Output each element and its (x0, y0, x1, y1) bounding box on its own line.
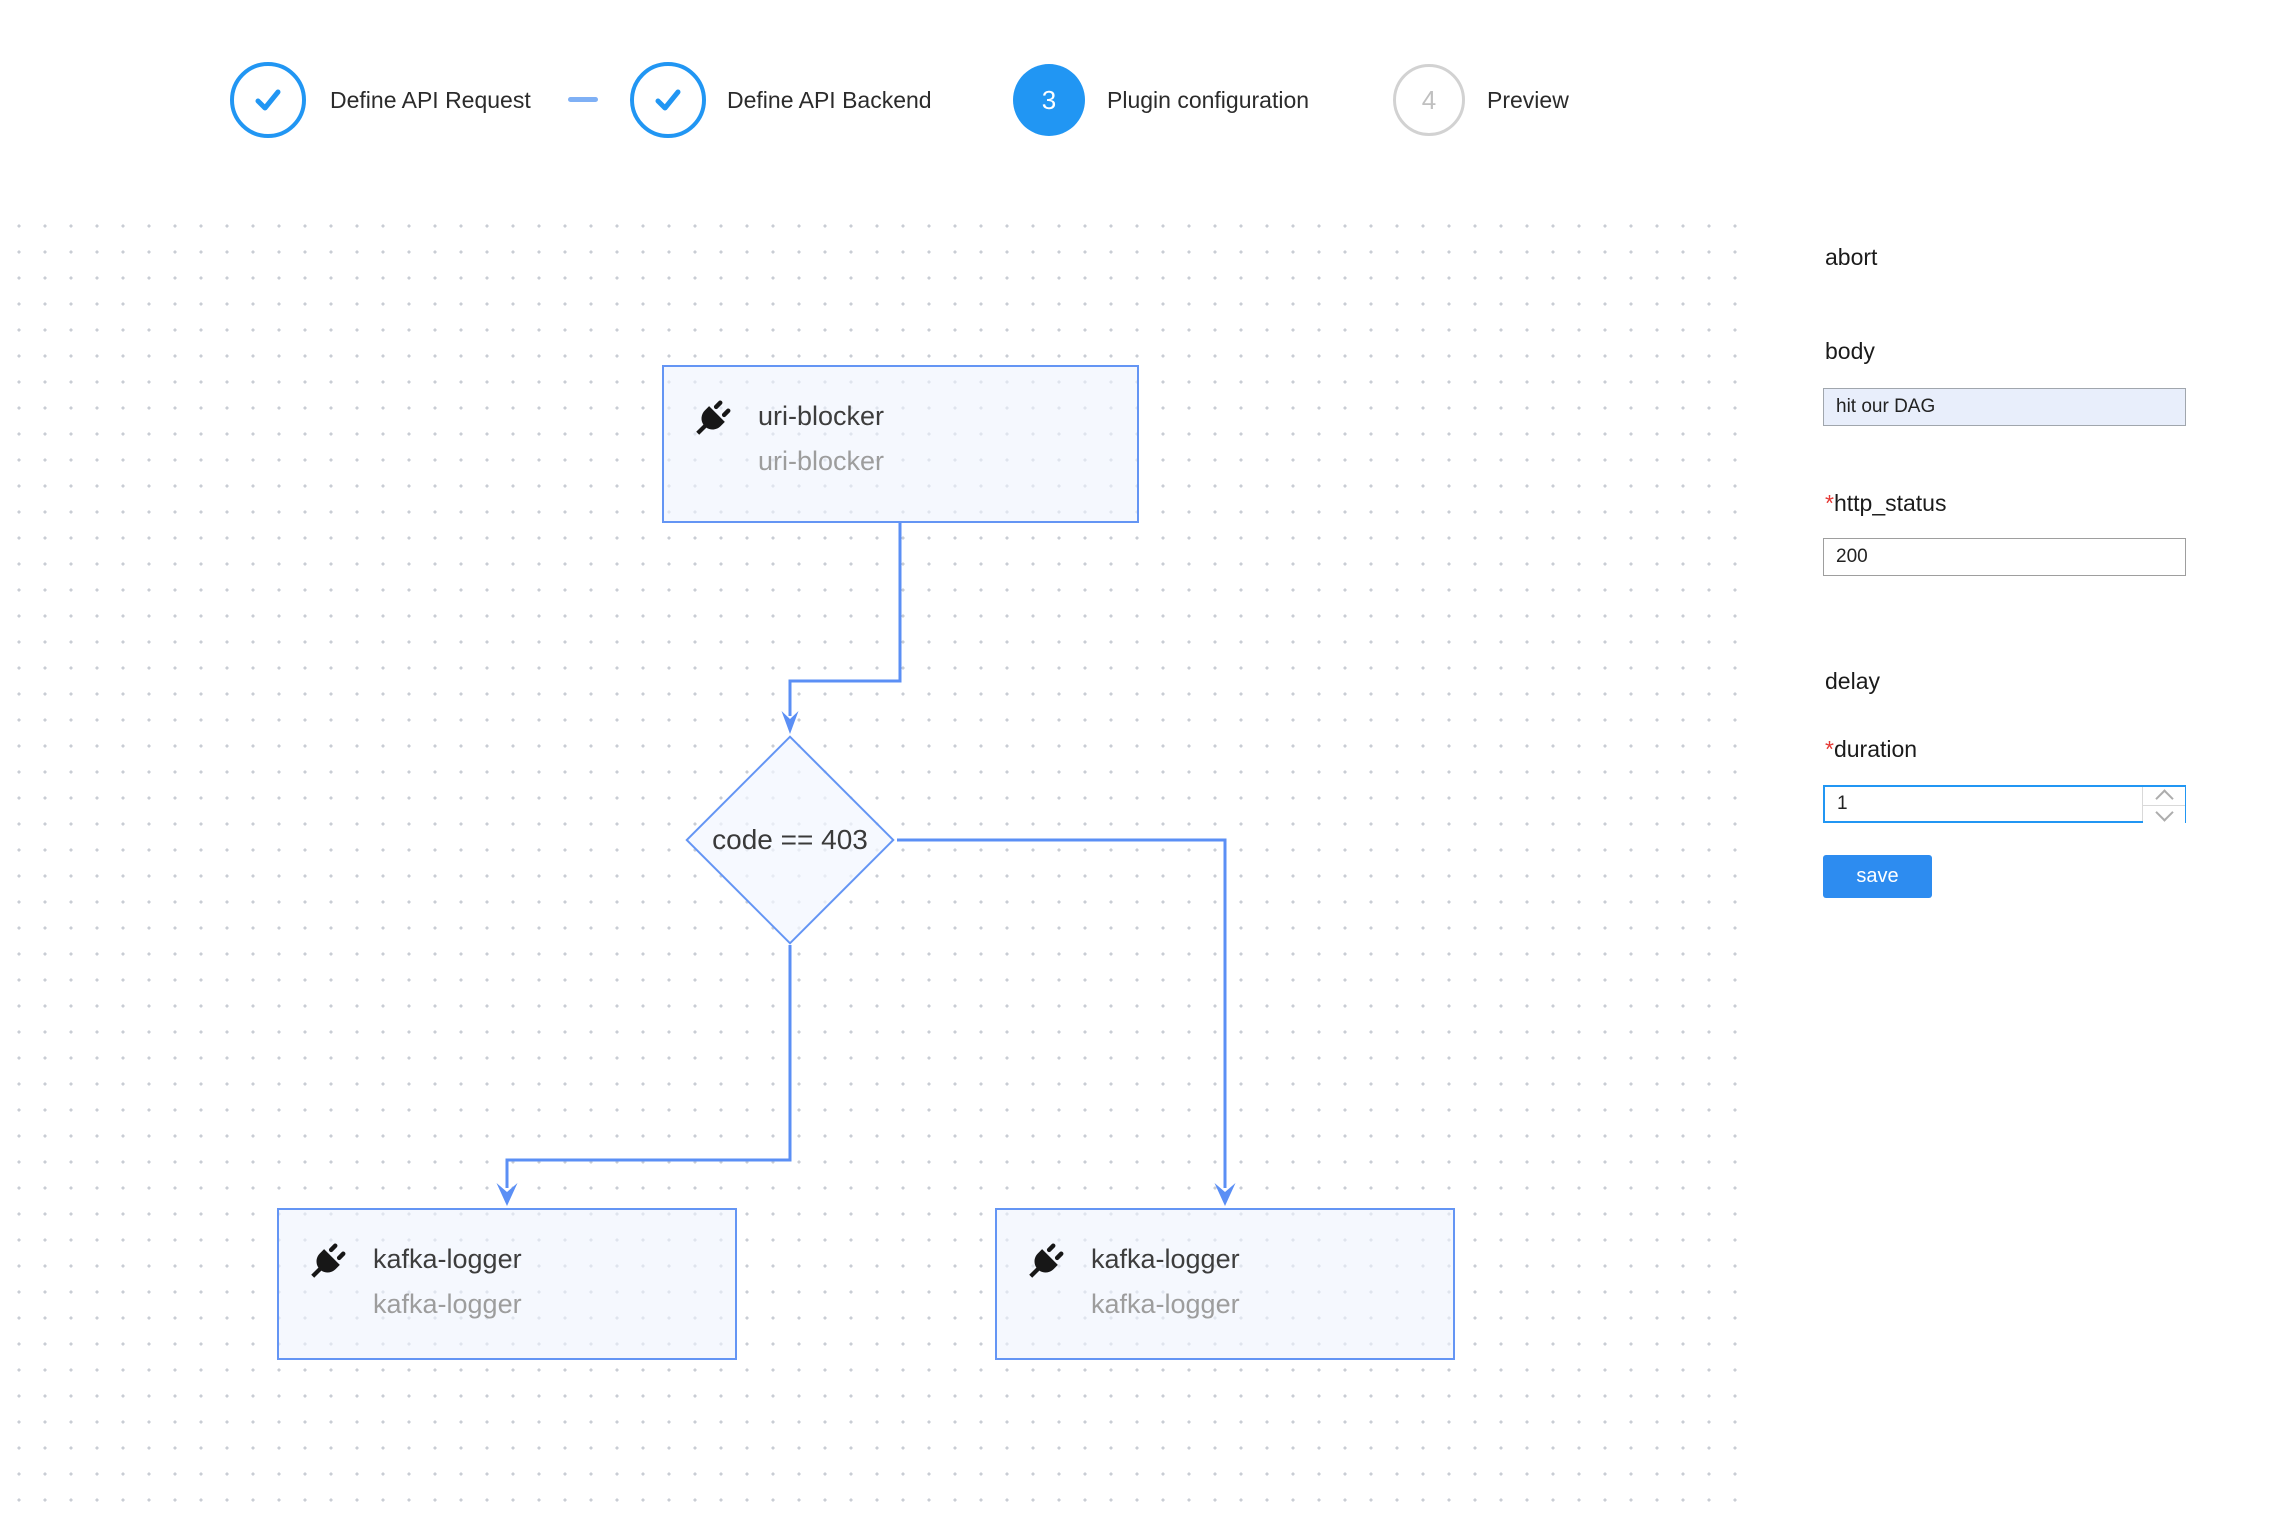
node-subtitle: uri-blocker (758, 446, 885, 476)
field-label-body: body (1825, 338, 1875, 364)
number-spinner (2142, 787, 2185, 824)
node-uri-blocker[interactable]: uri-blocker uri-blocker (662, 365, 1139, 523)
plugin-plug-icon (311, 1243, 346, 1278)
section-heading-delay: delay (1825, 668, 1880, 694)
spinner-down-button[interactable] (2143, 803, 2185, 824)
step-3-number: 3 (1041, 84, 1057, 115)
spinner-up-button[interactable] (2143, 787, 2185, 808)
node-title: kafka-logger (1091, 1244, 1240, 1274)
plugin-plug-icon (696, 400, 731, 435)
condition-label: code == 403 (712, 824, 868, 855)
node-title: uri-blocker (758, 401, 885, 431)
check-icon (255, 89, 281, 111)
plugin-config-panel: abort body *http_status delay *duration … (1823, 230, 2195, 930)
field-label-http-status: *http_status (1825, 490, 1947, 516)
step-1-circle[interactable] (230, 62, 306, 138)
step-4-number: 4 (1421, 84, 1437, 115)
plugin-plug-icon (1029, 1243, 1064, 1278)
http-status-input[interactable] (1823, 538, 2186, 576)
body-input[interactable] (1823, 388, 2186, 426)
step-2-label: Define API Backend (727, 87, 932, 113)
field-label-duration: *duration (1825, 736, 1918, 762)
chevron-down-icon (2154, 803, 2174, 822)
node-subtitle: kafka-logger (373, 1289, 522, 1319)
step-3-label: Plugin configuration (1107, 87, 1310, 113)
step-3-circle-active[interactable]: 3 (1013, 64, 1085, 136)
duration-input[interactable] (1823, 785, 2186, 823)
step-2-circle[interactable] (630, 62, 706, 138)
check-icon (655, 89, 681, 111)
section-heading-abort: abort (1825, 244, 1878, 270)
node-title: kafka-logger (373, 1244, 522, 1274)
step-connector-dash (568, 97, 598, 102)
step-4-label: Preview (1487, 87, 1569, 113)
required-asterisk: * (1825, 490, 1834, 516)
node-kafka-logger-right[interactable]: kafka-logger kafka-logger (995, 1208, 1455, 1360)
node-subtitle: kafka-logger (1091, 1289, 1240, 1319)
step-1-label: Define API Request (330, 87, 531, 113)
required-asterisk: * (1825, 736, 1834, 762)
step-4-circle[interactable]: 4 (1393, 64, 1465, 136)
node-kafka-logger-left[interactable]: kafka-logger kafka-logger (277, 1208, 737, 1360)
save-button[interactable]: save (1823, 855, 1932, 898)
